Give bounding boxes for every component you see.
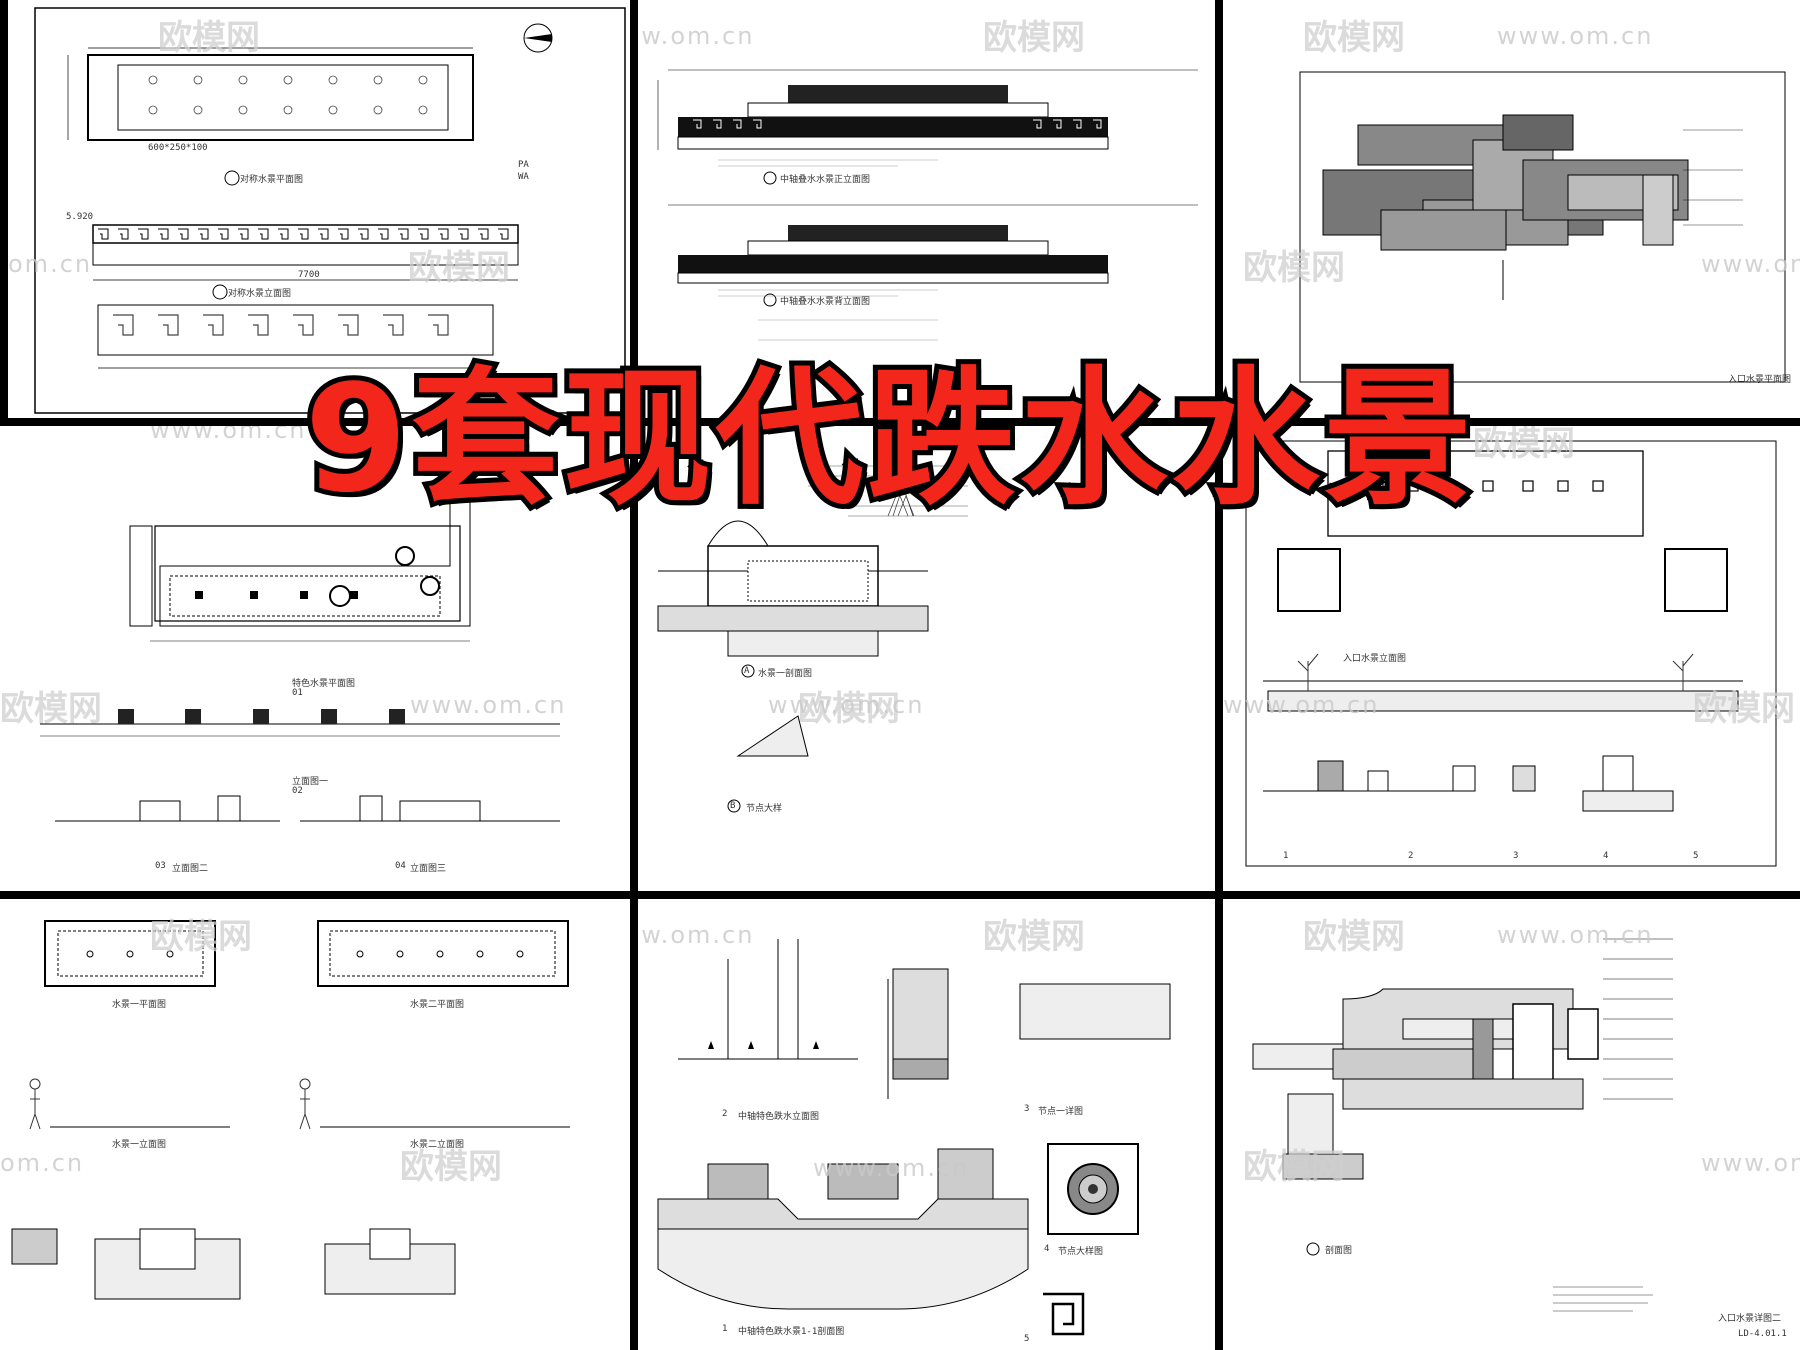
meander-pattern-icon [1043, 1292, 1085, 1336]
watermark-brand: 欧模网 [1303, 917, 1405, 957]
water-one-elevation-label: 水景一立面图 [112, 1140, 167, 1150]
marker-4: 4 [1044, 1244, 1050, 1254]
entrance-detail-section-drawing [1252, 938, 1673, 1312]
watermark-url: www.om.cn [1223, 691, 1380, 719]
marker-5: 5 [1024, 1334, 1030, 1344]
marker-03: 03 [155, 861, 166, 871]
watermark-brand: 欧模网 [150, 917, 252, 957]
plan-title-label: 对称水景平面图 [240, 175, 304, 185]
watermark-url: www.om.cn [1497, 921, 1654, 949]
detail-marker-5: 5 [1693, 851, 1699, 861]
marker-2: 2 [722, 1109, 728, 1119]
drawing-number-label: LD-4.01.1 [1738, 1329, 1787, 1339]
detail-marker-3: 3 [1513, 851, 1519, 861]
central-feature-section-drawing [657, 939, 1171, 1336]
stone-spec-label: 600*250*100 [148, 143, 208, 153]
detail-label: 节点大样 [746, 804, 783, 814]
water-two-plan-label: 水景二平面图 [410, 1000, 465, 1010]
drawing-panel-2: 中轴叠水水景正立面图 中轴叠水水景背立面图 www.om.cn 欧模网 [638, 0, 1215, 418]
node-detail-label: 节点一详图 [1038, 1107, 1084, 1117]
watermark-brand: 欧模网 [1243, 248, 1345, 288]
detail-marker-1: 1 [1283, 851, 1289, 861]
feature-water-plan-drawing [40, 475, 560, 822]
drawing-panel-5: 水景一剖面图 节点大样 A B 欧模网 www.om.cn [638, 426, 1215, 891]
north-arrow-icon [523, 23, 553, 53]
central-feature-section-label: 中轴特色跌水景1-1剖面图 [738, 1327, 845, 1337]
watermark-brand: 欧模网 [400, 1147, 502, 1187]
back-elevation-label: 中轴叠水水景背立面图 [780, 297, 871, 307]
watermark-url: www.om.cn [768, 691, 925, 719]
watermark-url: www.om.cn [1701, 1149, 1800, 1177]
symmetric-water-feature-drawing [34, 7, 626, 414]
watermark-url: www.om.cn [150, 426, 307, 444]
watermark-url: www.om.cn [638, 22, 755, 50]
marker-3: 3 [1024, 1104, 1030, 1114]
wa-label: WA [518, 172, 529, 182]
water-one-plan-label: 水景一平面图 [112, 1000, 167, 1010]
detail-title-label: 入口水景详图二 [1718, 1314, 1782, 1324]
drawing-panel-1: 对称水景平面图 对称水景立面图 5.920 7700 600*250*100 P… [8, 0, 630, 418]
watermark-url: www.om.cn [1497, 22, 1654, 50]
marker-02: 02 [292, 786, 303, 796]
elevation-title-label: 对称水景立面图 [228, 289, 292, 299]
entrance-elevation-label: 入口水景立面图 [1343, 654, 1407, 664]
marker-01: 01 [292, 688, 303, 698]
section-marker-a: A [744, 666, 750, 676]
watermark-brand: 欧模网 [1473, 426, 1575, 464]
watermark-url: om.cn [0, 1149, 85, 1177]
fountain-medallion-icon [1047, 1143, 1139, 1235]
elevation-three-label: 立面图三 [410, 864, 447, 874]
drawing-panel-6: 入口水景立面图 1 2 3 4 5 欧模网 欧模网 www.om.cn [1223, 426, 1800, 891]
watermark-brand: 欧模网 [1693, 689, 1795, 729]
watermark-brand: 欧模网 [0, 689, 102, 729]
detail-marker-4: 4 [1603, 851, 1609, 861]
pa-label: PA [518, 160, 529, 170]
marker-1: 1 [722, 1324, 728, 1334]
drawing-panel-4: 特色水景平面图 立面图一 立面图二 立面图三 01 02 03 04 www.o… [0, 426, 630, 891]
marker-04: 04 [395, 861, 406, 871]
drawing-panel-3: 入口水景平面图 欧模网 www.om.cn 欧模网 www.om.cn [1223, 0, 1800, 418]
entrance-water-plan-drawing [1299, 71, 1786, 383]
water-section-drawing [657, 465, 968, 813]
watermark-url: om.cn [8, 250, 93, 278]
drawing-panel-7: 水景一平面图 水景二平面图 水景一立面图 水景二立面图 欧模网 om.cn 欧模… [0, 899, 630, 1350]
watermark-url: www.om.cn [638, 921, 755, 949]
elevation-two-label: 立面图二 [172, 864, 209, 874]
node-large-detail-label: 节点大样图 [1058, 1247, 1104, 1257]
central-cascade-elevation-drawing [657, 69, 1198, 341]
detail-marker-2: 2 [1408, 851, 1414, 861]
title-banner: 9套现代跌水水景 [170, 340, 1610, 530]
feature-plan-label: 特色水景平面图 [292, 679, 356, 689]
elevation-one-label: 立面图一 [292, 777, 329, 787]
watermark-brand: 欧模网 [983, 917, 1085, 957]
watermark-brand: 欧模网 [408, 248, 510, 288]
watermark-brand: 欧模网 [798, 689, 900, 729]
watermark-url: www.om.cn [410, 691, 567, 719]
section-title-label: 水景一剖面图 [758, 669, 813, 679]
watermark-brand: 欧模网 [1243, 1147, 1345, 1187]
water-two-elevation-label: 水景二立面图 [410, 1140, 465, 1150]
watermark-brand: 欧模网 [158, 18, 260, 58]
water-one-two-plan-drawing [11, 920, 570, 1300]
watermark-url: www.om.cn [1701, 250, 1800, 278]
watermark-url: www.om.cn [813, 1154, 970, 1182]
front-elevation-label: 中轴叠水水景正立面图 [780, 175, 871, 185]
section-marker-b: B [730, 801, 736, 811]
entrance-elevation-drawing [1245, 440, 1777, 867]
page-title: 9套现代跌水水景 [300, 348, 1477, 530]
entrance-plan-label: 入口水景平面图 [1728, 375, 1792, 385]
section-label: 剖面图 [1325, 1246, 1353, 1256]
drawing-panel-9: 剖面图 入口水景详图二 LD-4.01.1 欧模网 www.om.cn 欧模网 … [1223, 899, 1800, 1350]
level-label: 5.920 [66, 212, 94, 222]
tree-icon [1297, 653, 1694, 691]
drawing-panel-8: 中轴特色跌水立面图 中轴特色跌水景1-1剖面图 节点一详图 节点大样图 2 1 … [638, 899, 1215, 1350]
length-dimension-label: 7700 [298, 270, 320, 280]
watermark-brand: 欧模网 [1303, 18, 1405, 58]
central-feature-elevation-label: 中轴特色跌水立面图 [738, 1112, 820, 1122]
watermark-brand: 欧模网 [983, 18, 1085, 58]
human-figure-icon [29, 1078, 311, 1130]
